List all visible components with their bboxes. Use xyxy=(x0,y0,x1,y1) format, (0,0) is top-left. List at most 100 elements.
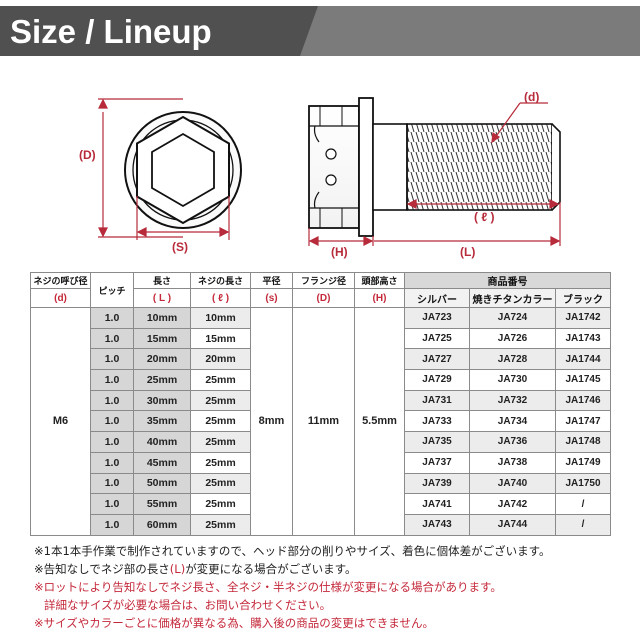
cell-thread-length: 25mm xyxy=(190,431,251,453)
cell-thread-length: 10mm xyxy=(190,307,251,329)
cell-pitch: 1.0 xyxy=(90,410,134,433)
bolt-tip xyxy=(551,123,561,211)
cell-code-burnt-titanium: JA736 xyxy=(469,431,556,453)
cell-pitch: 1.0 xyxy=(90,472,134,495)
cell-code-silver: JA727 xyxy=(404,348,470,371)
front-view xyxy=(124,111,242,229)
cell-thread-length: 25mm xyxy=(190,369,251,391)
cell-code-black: / xyxy=(554,493,612,515)
cell-thread-length: 25mm xyxy=(190,472,251,495)
cell-pitch: 1.0 xyxy=(90,493,134,515)
header-flange: フランジ径 xyxy=(292,272,355,289)
cell-pitch: 1.0 xyxy=(90,369,134,391)
banner-title: Size / Lineup xyxy=(10,13,212,50)
cell-code-black: JA1744 xyxy=(554,348,612,371)
cell-code-black: JA1745 xyxy=(554,369,612,391)
cell-length: 10mm xyxy=(133,307,191,329)
head-facet-mark xyxy=(325,174,337,186)
bolt-thread xyxy=(406,123,553,211)
cell-length: 45mm xyxy=(133,451,191,474)
head-facet-mark xyxy=(325,148,337,160)
cell-length: 15mm xyxy=(133,327,191,350)
cell-length: 55mm xyxy=(133,493,191,515)
header-thread-length: ネジの長さ xyxy=(190,272,251,289)
cell-code-silver: JA733 xyxy=(404,410,470,433)
note-text: が変更になる場合がございます。 xyxy=(185,562,357,576)
cell-pitch: 1.0 xyxy=(90,513,134,536)
header-thread-diameter: ネジの呼び径 xyxy=(30,272,91,289)
cell-code-burnt-titanium: JA724 xyxy=(469,307,556,329)
note-length-symbol: (L) xyxy=(169,562,186,576)
cell-length: 25mm xyxy=(133,369,191,391)
header-width: 平径 xyxy=(250,272,293,289)
cell-code-silver: JA725 xyxy=(404,327,470,350)
header-head-height-symbol: (H) xyxy=(354,288,405,308)
side-view xyxy=(308,97,561,237)
cell-pitch: 1.0 xyxy=(90,327,134,350)
cell-length: 40mm xyxy=(133,431,191,453)
header-silver: シルバー xyxy=(404,288,470,308)
bolt-diagram: (D) (S) (H) (L) ( ℓ ) (d) xyxy=(0,62,640,267)
cell-code-silver: JA735 xyxy=(404,431,470,453)
note-line: ※サイズやカラーごとに価格が異なる為、購入後の商品の変更はできません。 xyxy=(34,616,434,630)
cell-flange: 11mm xyxy=(292,307,355,536)
header-length-symbol: ( L ) xyxy=(133,288,191,308)
cell-code-black: JA1748 xyxy=(554,431,612,453)
header-black: ブラック xyxy=(554,288,612,308)
cell-code-silver: JA743 xyxy=(404,513,470,536)
dimension-lines xyxy=(98,98,561,246)
cell-thread-length: 25mm xyxy=(190,410,251,433)
cell-code-burnt-titanium: JA728 xyxy=(469,348,556,371)
cell-code-silver: JA723 xyxy=(404,307,470,329)
cell-size: M6 xyxy=(30,307,91,536)
banner-dark-block xyxy=(0,6,300,56)
cell-thread-length: 25mm xyxy=(190,493,251,515)
cell-code-silver: JA729 xyxy=(404,369,470,391)
cell-code-burnt-titanium: JA726 xyxy=(469,327,556,350)
note-text: ※告知なしでネジ部の長さ xyxy=(34,562,170,576)
spec-table: ネジの呼び径 ピッチ 長さ ネジの長さ 平径 フランジ径 頭部高さ 商品番号 (… xyxy=(30,272,612,536)
cell-code-silver: JA731 xyxy=(404,389,470,412)
cell-length: 35mm xyxy=(133,410,191,433)
cell-code-burnt-titanium: JA744 xyxy=(469,513,556,536)
cell-code-black: JA1750 xyxy=(554,472,612,495)
header-burnt-titanium: 焼きチタンカラー xyxy=(469,288,556,308)
header-width-symbol: (s) xyxy=(250,288,293,308)
cell-pitch: 1.0 xyxy=(90,431,134,453)
cell-width: 8mm xyxy=(250,307,293,536)
banner-stripes xyxy=(300,6,640,56)
banner-background xyxy=(0,6,640,56)
bolt-diagram-svg xyxy=(98,97,561,246)
notes: ※1本1本手作業で制作されていますので、ヘッド部分の削りやサイズ、着色に個体差が… xyxy=(34,542,624,632)
dim-label-thread-length: ( ℓ ) xyxy=(474,210,495,224)
cell-thread-length: 25mm xyxy=(190,451,251,474)
cell-code-burnt-titanium: JA738 xyxy=(469,451,556,474)
title-banner: Size / Lineup xyxy=(0,0,640,62)
cell-code-burnt-titanium: JA730 xyxy=(469,369,556,391)
dim-label-flange-diameter: (D) xyxy=(79,148,96,162)
cell-thread-length: 25mm xyxy=(190,389,251,412)
header-length: 長さ xyxy=(133,272,191,289)
cell-thread-length: 15mm xyxy=(190,327,251,350)
cell-length: 50mm xyxy=(133,472,191,495)
dim-label-head-height: (H) xyxy=(331,245,348,259)
cell-pitch: 1.0 xyxy=(90,389,134,412)
cell-code-burnt-titanium: JA742 xyxy=(469,493,556,515)
bolt-neck xyxy=(372,123,408,211)
header-thread-diameter-symbol: (d) xyxy=(30,288,91,308)
cell-code-black: JA1742 xyxy=(554,307,612,329)
note-line: ※1本1本手作業で制作されていますので、ヘッド部分の削りやサイズ、着色に個体差が… xyxy=(34,544,551,558)
dim-label-length: (L) xyxy=(460,245,476,259)
note-line: ※告知なしでネジ部の長さ(L)が変更になる場合がございます。 xyxy=(34,560,624,578)
cell-code-black: JA1746 xyxy=(554,389,612,412)
cell-thread-length: 20mm xyxy=(190,348,251,371)
cell-code-black: JA1747 xyxy=(554,410,612,433)
cell-code-burnt-titanium: JA740 xyxy=(469,472,556,495)
